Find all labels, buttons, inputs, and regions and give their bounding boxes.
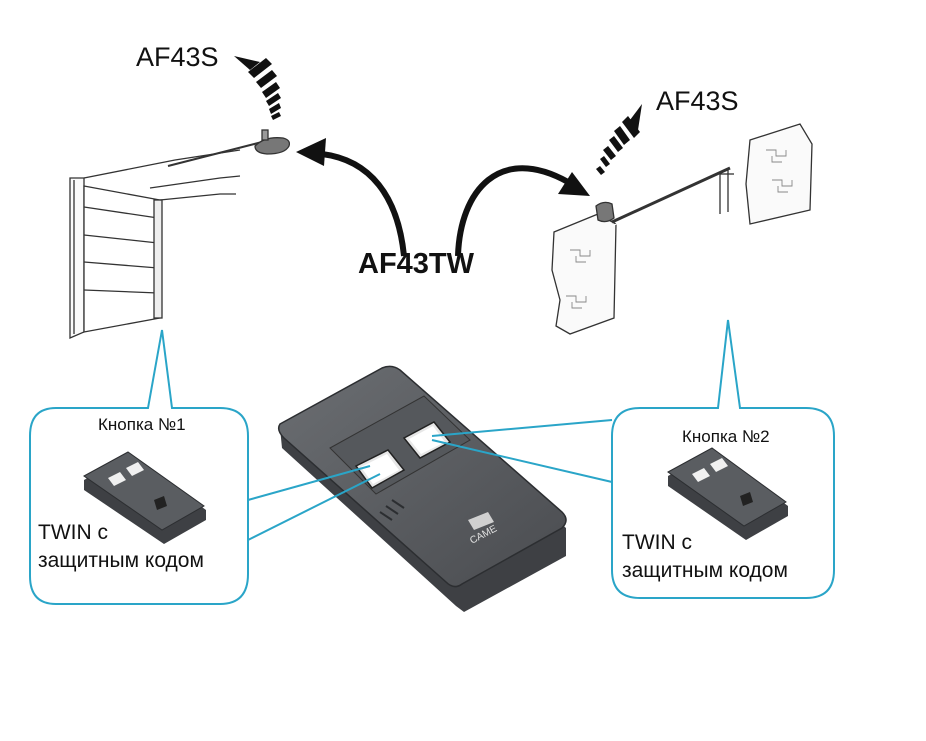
barrier-gate-illustration [551, 123, 813, 335]
callout-right-line1: TWIN с [622, 531, 692, 554]
button-2[interactable] [402, 421, 452, 459]
receiver-label-right: AF43S [656, 86, 739, 116]
small-remote-left [83, 451, 206, 544]
garage-door-illustration [69, 129, 291, 339]
signal-waves-right [596, 104, 642, 175]
callout-left-line1: TWIN с [38, 521, 108, 544]
transmit-arrows [296, 138, 590, 257]
callout-right-button-label: Кнопка №2 [682, 427, 770, 446]
signal-waves-left [234, 56, 281, 120]
small-remote-right [667, 447, 788, 540]
callout-left-button-label: Кнопка №1 [98, 415, 186, 434]
callout-left-line2: защитным кодом [38, 549, 204, 572]
receiver-label-left: AF43S [136, 42, 219, 72]
main-remote-transmitter: CAME [277, 365, 567, 612]
callout-right-line2: защитным кодом [622, 559, 788, 582]
button-leader-lines [247, 419, 613, 541]
transmitter-label: AF43TW [358, 248, 474, 280]
